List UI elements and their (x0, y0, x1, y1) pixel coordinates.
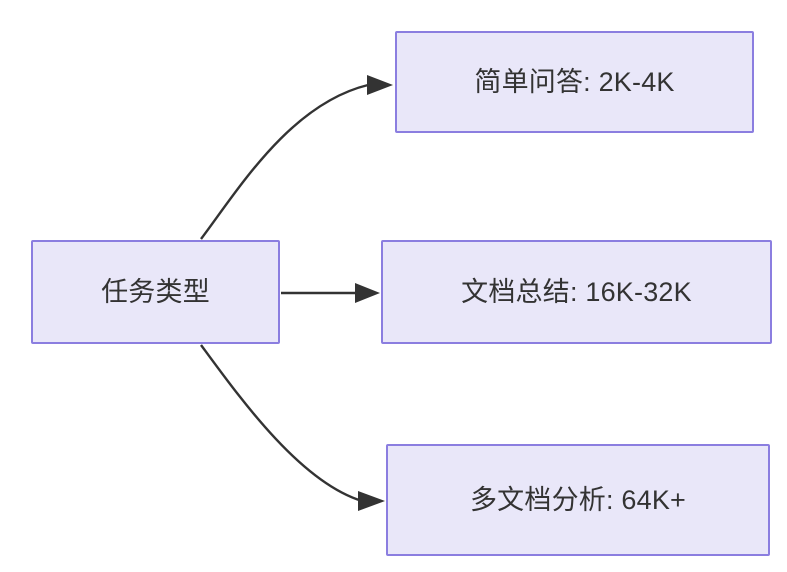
edge-to-multidoc-arrowhead (358, 491, 385, 511)
edge-to-multidoc-path (200, 344, 363, 503)
edge-to-doc-summary-arrowhead (355, 283, 380, 303)
edge-to-simple-qa (200, 75, 393, 240)
node-multidoc-analysis-label: 多文档分析: 64K+ (469, 484, 686, 515)
edge-to-simple-qa-path (200, 83, 369, 240)
node-doc-summary-label: 文档总结: 16K-32K (461, 276, 692, 307)
edge-to-simple-qa-arrowhead (367, 75, 393, 95)
node-simple-qa[interactable]: 简单问答: 2K-4K (395, 31, 754, 133)
node-doc-summary[interactable]: 文档总结: 16K-32K (381, 240, 772, 344)
edge-to-multidoc (200, 344, 385, 511)
node-task-type-label: 任务类型 (101, 276, 210, 307)
node-simple-qa-label: 简单问答: 2K-4K (474, 66, 675, 97)
node-task-type[interactable]: 任务类型 (31, 240, 280, 344)
node-multidoc-analysis[interactable]: 多文档分析: 64K+ (386, 444, 770, 556)
edge-to-doc-summary (281, 283, 380, 303)
